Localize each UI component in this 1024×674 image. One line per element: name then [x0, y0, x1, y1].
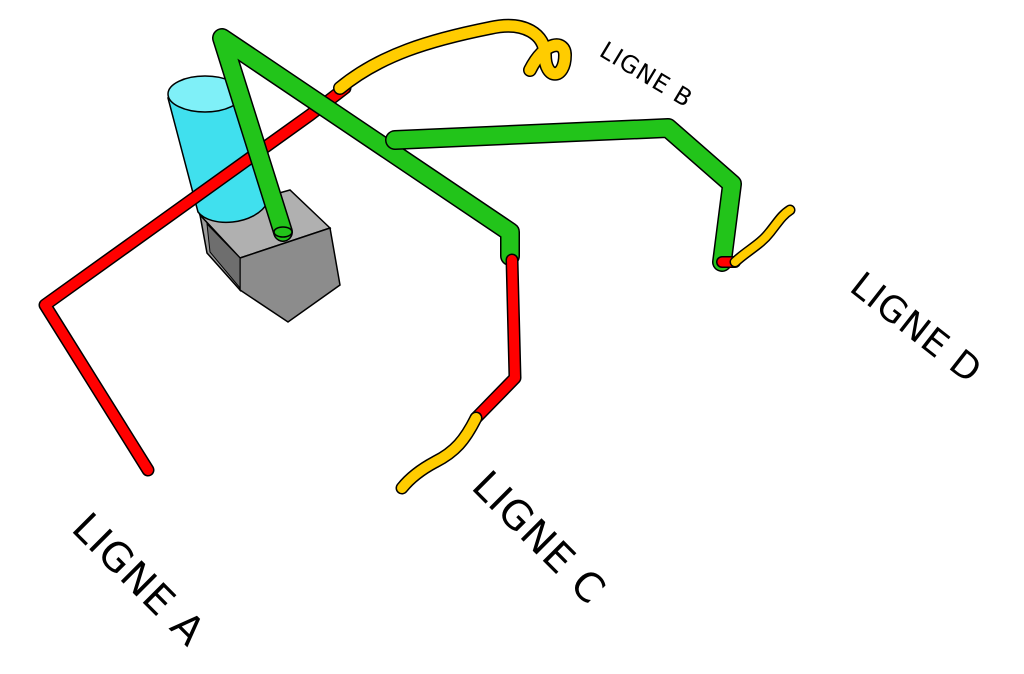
ligne-d-pipe [716, 204, 796, 268]
label-ligne-c: LIGNE C [463, 463, 614, 614]
label-ligne-a: LIGNE A [63, 505, 214, 656]
label-ligne-d: LIGNE D [842, 265, 989, 392]
label-ligne-b: LIGNE B [595, 36, 698, 113]
green-pipe-network [212, 28, 742, 272]
ligne-b-pipe [333, 18, 572, 95]
ligne-c-pipe [395, 253, 522, 495]
